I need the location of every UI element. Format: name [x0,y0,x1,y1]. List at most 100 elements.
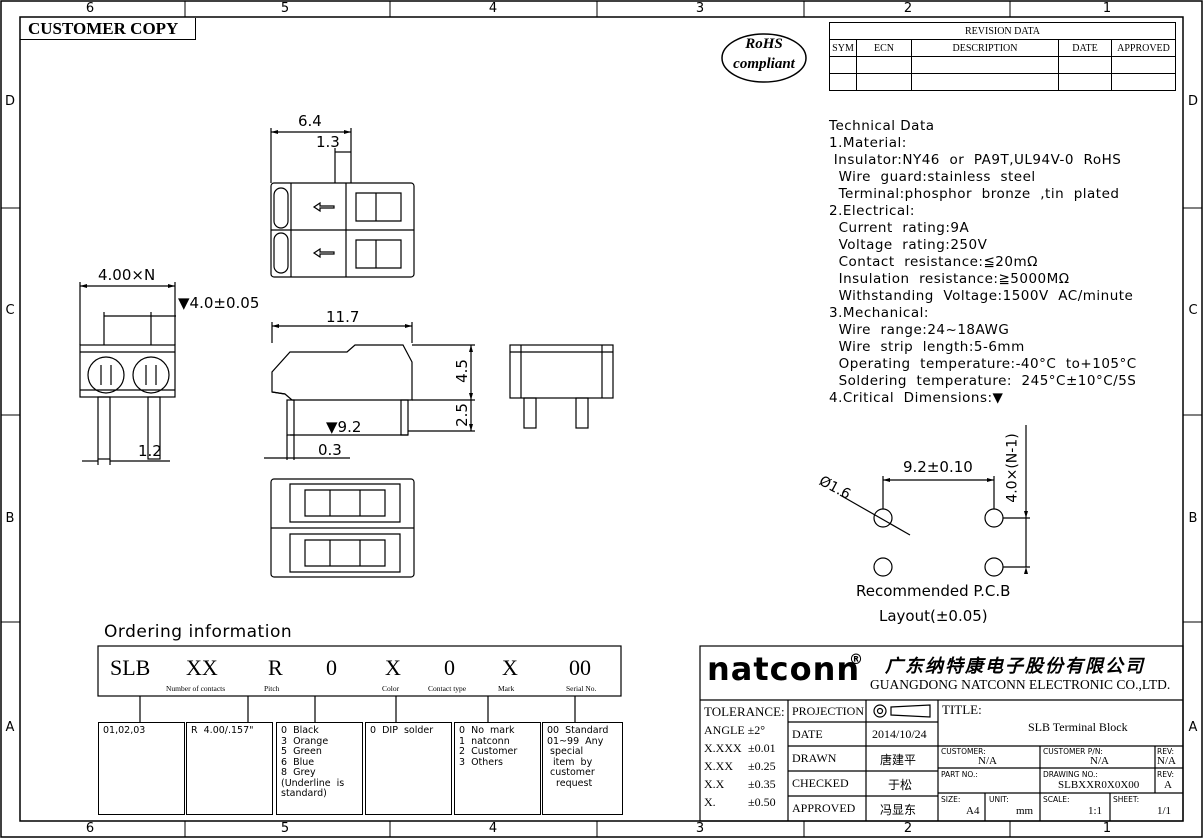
tol-row-label: X.X [704,777,725,791]
dim-pcb-vertical: 4.0×(N-1) [1004,433,1021,503]
sheet-label: SHEET: [1113,795,1140,804]
customer-value: N/A [978,755,997,767]
rev-label-1: REV: [1157,747,1174,756]
tech-line: Terminal:phosphor bronze ,tin plated [829,186,1120,202]
tech-line: Technical Data [829,118,935,134]
order-code-xx: XX [186,655,218,680]
tech-line: Wire range:24~18AWG [829,322,1010,338]
date-value: 2014/10/24 [872,727,927,741]
tolerance-label: TOLERANCE: [704,704,785,719]
drawn-label: DRAWN [792,751,837,765]
dim-11-7: 11.7 [326,308,360,326]
zone-top-2: 2 [903,1,913,16]
tech-line: Insulator:NY46 or PA9T,UL94V-0 RoHS [829,152,1122,168]
tech-line: 2.Electrical: [829,203,915,219]
tech-line: Withstanding Voltage:1500V AC/minute [829,288,1134,304]
ordering-leaders [139,696,576,722]
zone-bottom-1: 1 [1102,821,1112,836]
dim-0-3: 0.3 [318,441,342,459]
part-no-label: PART NO.: [941,770,978,779]
zone-top-4: 4 [488,1,498,16]
zone-bottom-6: 6 [85,821,95,836]
zone-bottom-3: 3 [695,821,705,836]
tech-line: 3.Mechanical: [829,305,929,321]
sublabel-contact-type: Contact type [428,684,467,693]
zone-bottom-2: 2 [903,821,913,836]
sublabel-color: Color [382,684,400,693]
bottom-view-drawing [270,478,415,578]
revision-table: REVISION DATA SYM ECN DESCRIPTION DATE A… [829,22,1176,91]
dim-6-4: 6.4 [298,112,322,130]
order-code-x2: X [502,655,518,680]
top-view-drawing [270,128,415,278]
date-label: DATE [792,727,823,741]
tech-line: 4.Critical Dimensions:▼ [829,390,1004,406]
tech-line: Soldering temperature: 245°C±10°C/5S [829,373,1137,389]
order-code-00: 00 [569,655,591,680]
company-logo-reg: ® [849,652,863,668]
company-logo: natconn [707,650,861,688]
sublabel-contacts: Number of contacts [166,684,226,693]
zone-left-c: C [5,303,15,318]
tech-line: Current rating:9A [829,220,970,236]
customer-label: CUSTOMER: [941,747,986,756]
dim-pcb-pitch: 9.2±0.10 [903,458,973,476]
tol-row-label: X.XXX [704,741,742,755]
approved-label: APPROVED [792,801,856,815]
rohs-text-2: compliant [733,56,795,72]
order-code-x1: X [385,655,401,680]
zone-right-a: A [1188,720,1198,735]
dim-1-3: 1.3 [316,133,340,151]
tech-line: Insulation resistance:≧5000MΩ [829,271,1070,287]
tech-line: Wire strip length:5-6mm [829,339,1025,355]
sublabel-pitch: Pitch [264,684,280,693]
tol-row-value: ±0.50 [748,795,776,809]
dim-4-0-tol: ▼4.0±0.05 [178,294,260,312]
order-code-slb: SLB [110,655,151,680]
scale-label: SCALE: [1043,795,1070,804]
tech-line: 1.Material: [829,135,907,151]
dim-4-5: 4.5 [452,359,471,383]
pcb-caption-2: Layout(±0.05) [879,607,988,625]
option-box-contact-type: 0 DIP solder [365,722,452,815]
end-view-drawing [509,344,614,429]
zone-top-5: 5 [280,1,290,16]
projection-label: PROJECTION [792,704,865,718]
rev-label-2: REV: [1157,770,1174,779]
pcb-caption-1: Recommended P.C.B [856,582,1011,600]
option-box-color: 0 Black 3 Orange 5 Green 6 Blue 8 Grey (… [276,722,363,815]
zone-top-3: 3 [695,1,705,16]
side-view-drawing [264,322,475,460]
dim-2-5: 2.5 [452,403,471,427]
zone-top-1: 1 [1102,1,1112,16]
ordering-title: Ordering information [104,622,293,642]
zone-left-d: D [4,94,15,109]
technical-data: Technical Data 1.Material: Insulator:NY4… [829,118,1137,407]
unit-label: UNIT: [989,795,1009,804]
zone-left-b: B [5,511,15,526]
option-box-contacts: 01,02,03 [98,722,185,815]
rohs-badge [721,33,807,83]
title-value: SLB Terminal Block [1028,720,1128,734]
customer-pn-value: N/A [1090,755,1109,767]
order-code-r: R [268,655,283,680]
size-label: SIZE: [941,795,961,804]
zone-left-a: A [5,720,15,735]
option-box-mark: 0 No mark 1 natconn 2 Customer 3 Others [454,722,541,815]
checked-value: 于松 [888,778,913,792]
drawing-no-label: DRAWING NO.: [1043,770,1098,779]
title-block-lines [699,645,1184,822]
tol-row-label: X. [704,795,716,809]
customer-copy-label: CUSTOMER COPY [20,18,196,40]
tech-line: Operating temperature:-40°C to+105°C [829,356,1137,372]
title-label: TITLE: [942,702,982,717]
customer-pn-label: CUSTOMER P/N: [1043,747,1103,756]
front-view-drawing [79,282,176,465]
projection-icon [873,704,931,718]
zone-right-d: D [1187,94,1198,109]
tol-row-value: ±0.35 [748,777,776,791]
tol-row-value: ±0.25 [748,759,776,773]
dim-9-2: ▼9.2 [326,418,362,436]
unit-value: mm [1016,805,1034,817]
